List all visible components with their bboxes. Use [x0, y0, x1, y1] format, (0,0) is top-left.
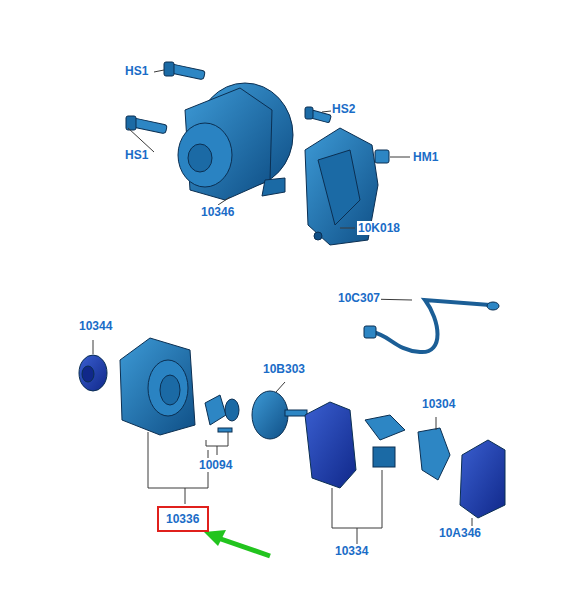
callout-number: 10336	[166, 512, 200, 526]
callout-number: 10094	[198, 458, 233, 472]
callout-number: 10B303	[262, 362, 306, 376]
callout-number: 10A346	[438, 526, 482, 540]
callout-number: 10344	[78, 319, 113, 333]
callout-number: 10304	[421, 397, 456, 411]
callout-number: 10346	[200, 205, 235, 219]
callout-number: HS1	[124, 148, 149, 162]
callout-number: 10K018	[357, 221, 401, 235]
callout-number: HS2	[331, 102, 356, 116]
callout-number: HS1	[124, 64, 149, 78]
callout-number: HM1	[412, 150, 439, 164]
callout-number: 10C307	[337, 291, 381, 305]
callout-number: 10334	[334, 544, 369, 558]
highlight-box: 10336	[157, 506, 209, 532]
